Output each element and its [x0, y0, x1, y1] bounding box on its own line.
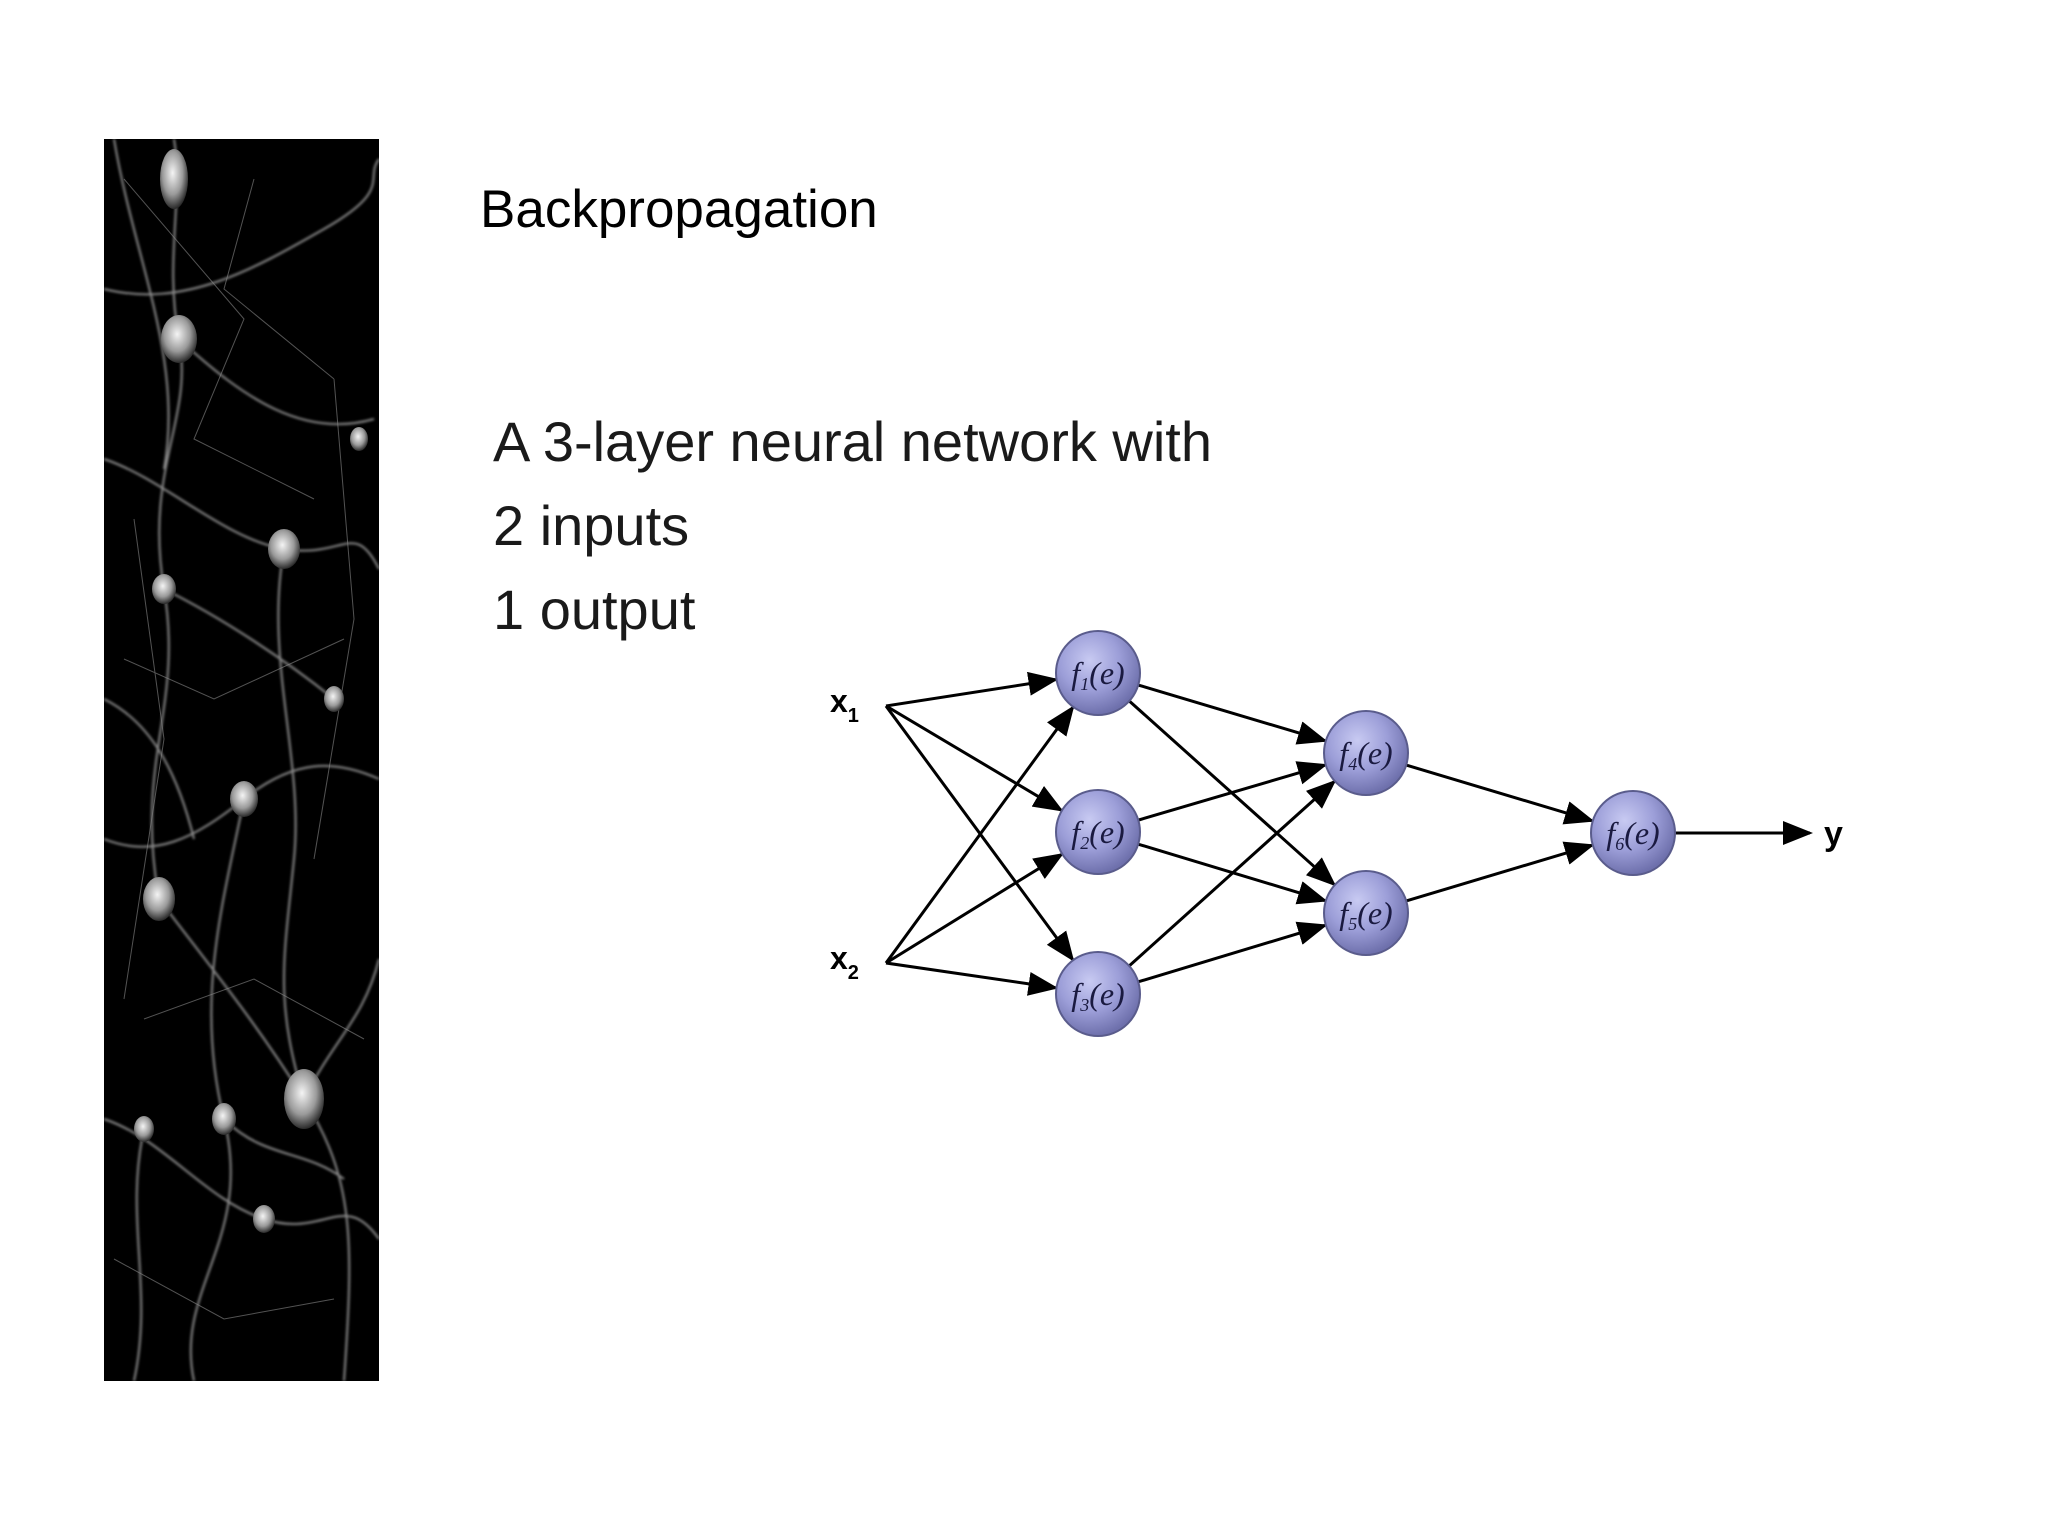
neuron-n4: f4(e): [1323, 710, 1409, 796]
neuron-network-image: [104, 139, 379, 1381]
neuron-circle: [1323, 870, 1409, 956]
neurons: f1(e) f2(e) f3(e) f4(e) f5(e) f6(e): [1055, 630, 1676, 1037]
input-label-x1: x1: [830, 683, 859, 727]
neuron-label: f2(e): [1071, 814, 1124, 853]
neuron-n2: f2(e): [1055, 789, 1141, 875]
neuron-label: f4(e): [1339, 735, 1392, 774]
arrow-n5-to-n6: [1405, 841, 1595, 903]
neuron-label: f3(e): [1071, 976, 1124, 1015]
arrow-n3-to-n4: [1128, 779, 1337, 968]
neuron-circle: [1055, 630, 1141, 716]
arrow-x2-to-n3: [885, 961, 1059, 996]
arrow-x1-to-n2: [885, 704, 1064, 812]
slide-title: Backpropagation: [480, 180, 878, 239]
description-line-3: 1 output: [493, 578, 696, 641]
arrow-x1-to-n3: [884, 705, 1075, 962]
neuron-n3: f3(e): [1055, 951, 1141, 1037]
arrow-n2-to-n5: [1137, 842, 1328, 905]
description-line-2: 2 inputs: [493, 494, 690, 557]
arrow-x2-to-n1: [884, 705, 1075, 964]
neuron-circle: [1590, 790, 1676, 876]
neuron-label: f5(e): [1339, 895, 1392, 934]
neuron-n6: f6(e): [1590, 790, 1676, 876]
neuron-n1: f1(e): [1055, 630, 1141, 716]
io-labels: x1 x2 y: [830, 683, 1843, 984]
description-line-1: A 3-layer neural network with: [493, 410, 1213, 473]
connections: [884, 671, 1813, 996]
neuron-n5: f5(e): [1323, 870, 1409, 956]
arrow-x2-to-n2: [885, 853, 1064, 965]
input-label-x2: x2: [830, 940, 859, 984]
neuron-circle: [1055, 789, 1141, 875]
arrow-n3-to-n5: [1137, 921, 1328, 984]
neuron-label: f1(e): [1071, 655, 1124, 694]
neuron-circle: [1323, 710, 1409, 796]
arrow-n4-to-n6: [1405, 763, 1595, 825]
neuron-circle: [1055, 951, 1141, 1037]
arrow-n1-to-n5: [1128, 699, 1337, 887]
output-label-y: y: [1824, 815, 1843, 853]
arrow-x1-to-n1: [885, 671, 1059, 708]
arrow-n1-to-n4: [1137, 683, 1328, 745]
arrow-n2-to-n4: [1137, 761, 1328, 822]
neuron-label: f6(e): [1606, 815, 1659, 854]
